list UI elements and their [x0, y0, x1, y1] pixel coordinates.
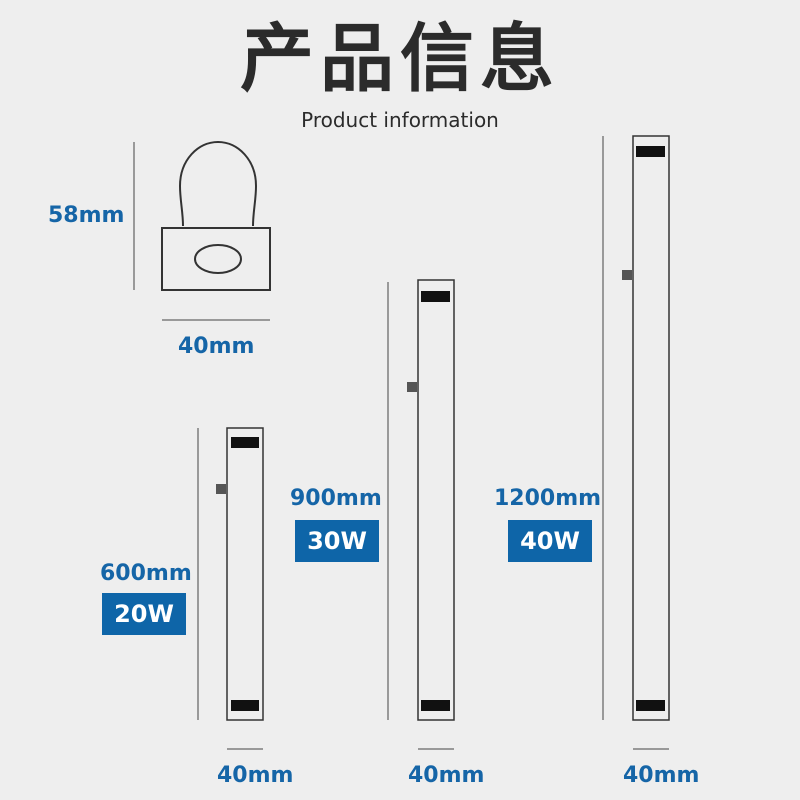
fixture-600-power-badge: 20W	[102, 593, 186, 635]
fixture-900-mount-clip	[407, 382, 417, 392]
fixture-900-end-cap-bottom	[421, 700, 450, 711]
profile-cross-section	[133, 140, 271, 321]
fixture-900-width-label: 40mm	[408, 763, 485, 788]
fixture-600-tube	[226, 427, 264, 721]
fixture-600-width-label: 40mm	[217, 763, 294, 788]
fixture-600-end-cap-bottom	[231, 700, 259, 711]
fixture-900-length-label: 900mm	[290, 486, 382, 511]
profile-width-label: 40mm	[178, 334, 255, 359]
profile-body	[161, 227, 271, 291]
page-subtitle: Product information	[301, 108, 499, 132]
profile-lens-dome	[178, 140, 258, 227]
page-title: 产品信息	[240, 16, 560, 102]
fixture-600mm	[197, 427, 264, 750]
fixture-1200-end-cap-top	[636, 146, 665, 157]
fixture-1200-length-label: 1200mm	[494, 486, 602, 511]
fixture-1200-width-label: 40mm	[623, 763, 700, 788]
fixture-600-length-label: 600mm	[100, 561, 192, 586]
profile-slot	[194, 244, 242, 274]
fixture-900-tube	[417, 279, 455, 721]
fixture-1200mm	[602, 135, 670, 750]
fixture-900-end-cap-top	[421, 291, 450, 302]
fixture-600-mount-clip	[216, 484, 226, 494]
fixture-1200-power-badge: 40W	[508, 520, 592, 562]
fixture-1200-tube	[632, 135, 670, 721]
fixture-1200-end-cap-bottom	[636, 700, 665, 711]
fixture-900-power-badge: 30W	[295, 520, 379, 562]
profile-height-label: 58mm	[48, 203, 125, 228]
fixture-1200-mount-clip	[622, 270, 632, 280]
fixture-600-end-cap-top	[231, 437, 259, 448]
fixture-900mm	[387, 279, 455, 750]
